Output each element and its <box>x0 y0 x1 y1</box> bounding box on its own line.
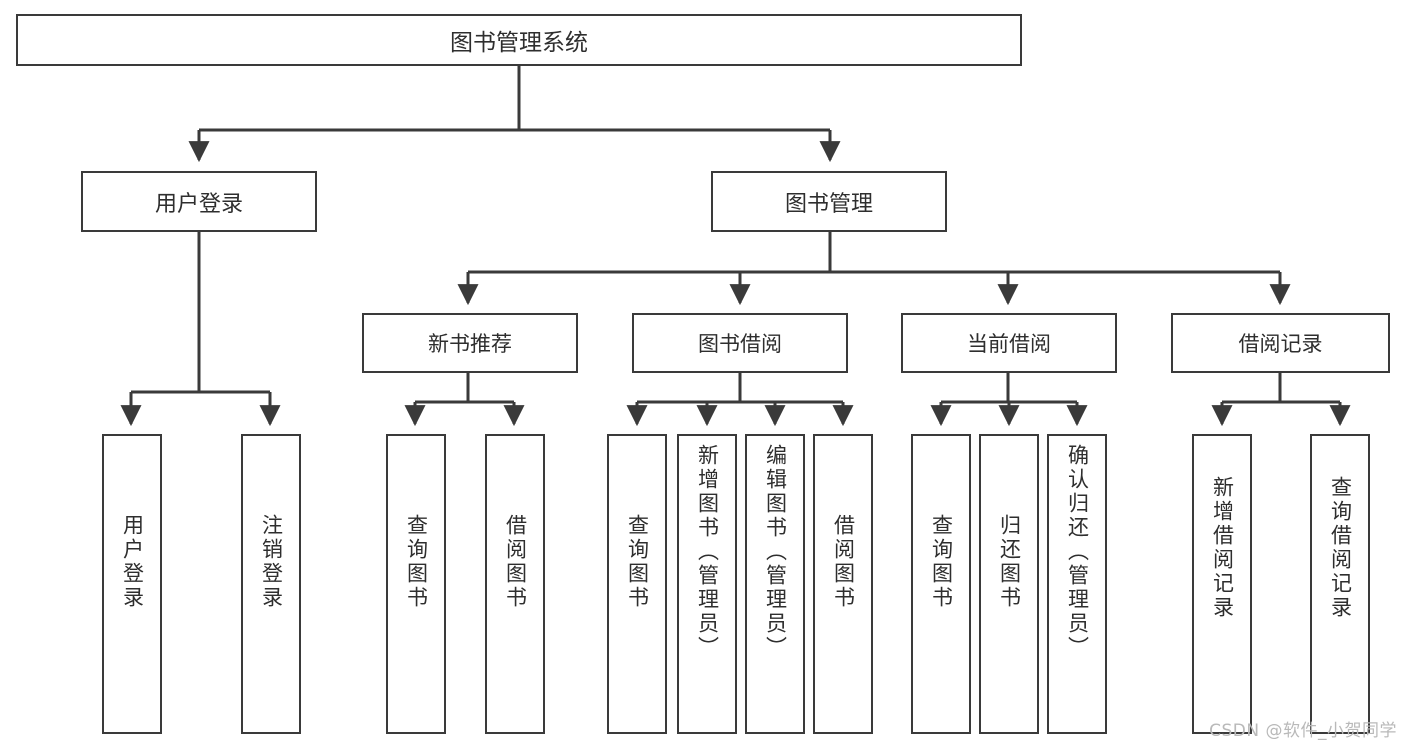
node-new-book-recommend[interactable]: 新书推荐 <box>362 313 578 373</box>
leaf-label: 确认归还（管理员） <box>1065 444 1090 660</box>
leaf-book-borrow-edit-book-admin[interactable]: 编辑图书（管理员） <box>745 434 805 734</box>
node-label: 图书管理 <box>784 191 873 217</box>
leaf-label: 借阅图书 <box>503 514 528 610</box>
node-label: 图书管理系统 <box>450 30 588 56</box>
node-label: 当前借阅 <box>967 332 1051 356</box>
leaf-user-login-logout[interactable]: 注销登录 <box>241 434 301 734</box>
leaf-current-borrow-confirm-return-admin[interactable]: 确认归还（管理员） <box>1047 434 1107 734</box>
leaf-label: 借阅图书 <box>831 514 856 610</box>
leaf-label: 新增借阅记录 <box>1210 476 1235 620</box>
leaf-borrow-record-add-record[interactable]: 新增借阅记录 <box>1192 434 1252 734</box>
node-label: 新书推荐 <box>428 332 512 356</box>
leaf-book-borrow-query-book[interactable]: 查询图书 <box>607 434 667 734</box>
node-borrow-record[interactable]: 借阅记录 <box>1171 313 1390 373</box>
leaf-label: 查询借阅记录 <box>1328 476 1353 620</box>
node-label: 图书借阅 <box>698 332 782 356</box>
leaf-book-borrow-borrow-book[interactable]: 借阅图书 <box>813 434 873 734</box>
node-label: 用户登录 <box>154 191 243 217</box>
leaf-new-book-query-book[interactable]: 查询图书 <box>386 434 446 734</box>
node-label: 借阅记录 <box>1238 332 1323 356</box>
leaf-label: 查询图书 <box>625 514 650 610</box>
leaf-user-login-login[interactable]: 用户登录 <box>102 434 162 734</box>
node-book-management[interactable]: 图书管理 <box>711 171 947 232</box>
leaf-label: 用户登录 <box>120 514 145 610</box>
leaf-book-borrow-add-book-admin[interactable]: 新增图书（管理员） <box>677 434 737 734</box>
node-current-borrow[interactable]: 当前借阅 <box>901 313 1117 373</box>
watermark-text: CSDN @软件_小贺同学 <box>1209 721 1397 741</box>
leaf-label: 查询图书 <box>404 514 429 610</box>
leaf-label: 注销登录 <box>259 514 284 610</box>
leaf-label: 归还图书 <box>997 514 1022 610</box>
node-root-book-management-system[interactable]: 图书管理系统 <box>16 14 1022 66</box>
leaf-label: 查询图书 <box>929 514 954 610</box>
leaf-current-borrow-return-book[interactable]: 归还图书 <box>979 434 1039 734</box>
leaf-label: 新增图书（管理员） <box>695 444 720 660</box>
leaf-new-book-borrow-book[interactable]: 借阅图书 <box>485 434 545 734</box>
leaf-borrow-record-query-record[interactable]: 查询借阅记录 <box>1310 434 1370 734</box>
leaf-label: 编辑图书（管理员） <box>763 444 788 660</box>
leaf-current-borrow-query-book[interactable]: 查询图书 <box>911 434 971 734</box>
node-book-borrow[interactable]: 图书借阅 <box>632 313 848 373</box>
node-user-login[interactable]: 用户登录 <box>81 171 317 232</box>
